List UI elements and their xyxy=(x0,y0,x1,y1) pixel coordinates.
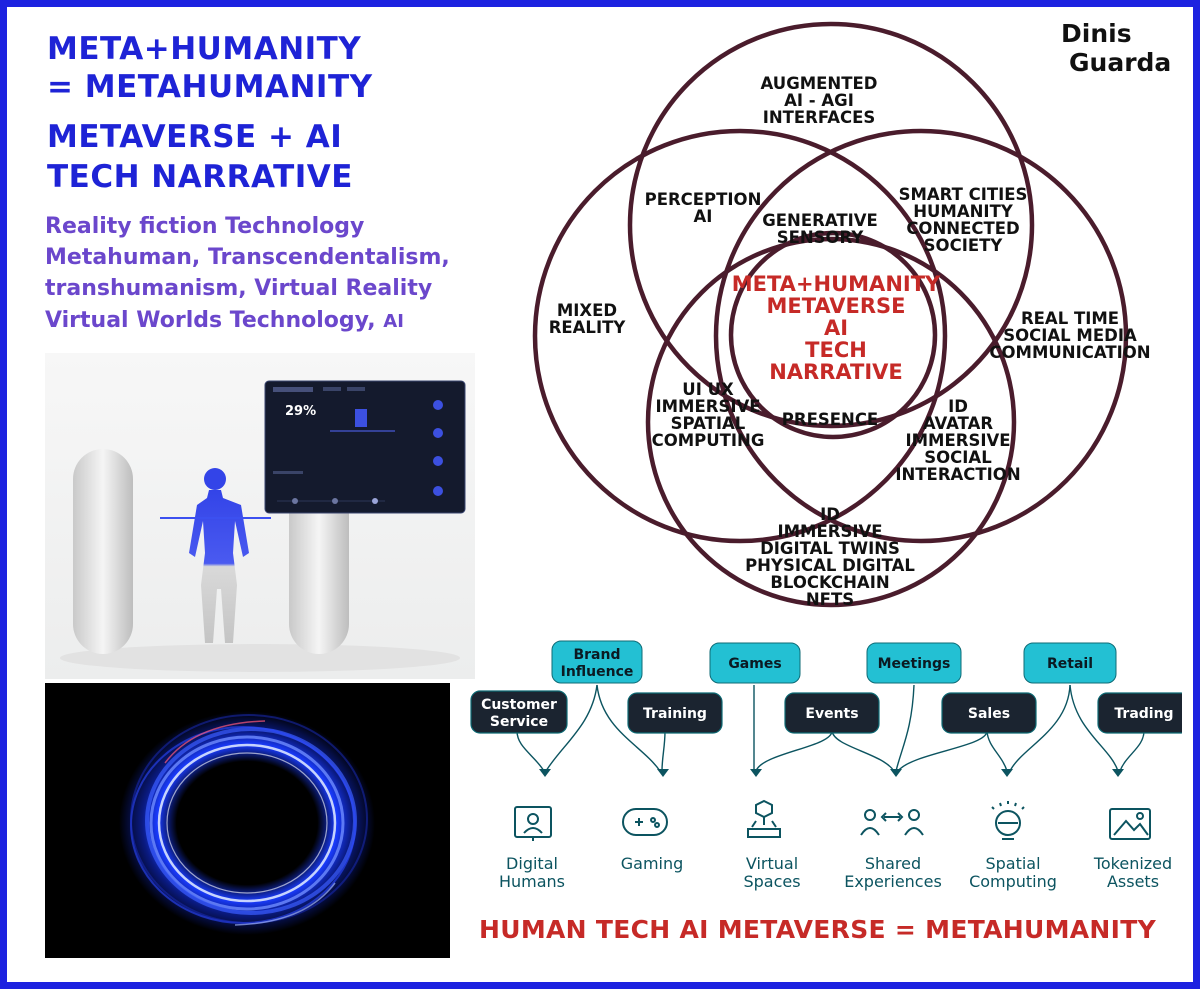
subtitle-ai-suffix: AI xyxy=(383,311,404,332)
pill-retail[interactable]: Retail xyxy=(1023,642,1117,684)
dashboard-panel: 29% xyxy=(264,380,466,514)
svg-text:Training: Training xyxy=(643,706,707,722)
logo: Dinis Guarda xyxy=(1059,21,1171,75)
subtitle-line-3: transhumanism, Virtual Reality xyxy=(45,276,433,301)
pill-games[interactable]: Games xyxy=(709,642,801,684)
dashboard-percent: 29% xyxy=(285,404,316,419)
subtitle-line-1: Reality fiction Technology xyxy=(45,214,365,239)
venn-circle-right xyxy=(713,128,1129,544)
venn-circle-center xyxy=(728,230,938,440)
subtitle-line-4: Virtual Worlds Technology, AI xyxy=(45,305,404,337)
portal-image xyxy=(45,683,450,958)
logo-word-1: Dinis xyxy=(1061,19,1132,48)
logo-word-2: Guarda xyxy=(1069,48,1172,77)
digital-humans-icon xyxy=(514,806,552,841)
gamepad-icon xyxy=(622,808,668,836)
label-presence: PRESENCE xyxy=(782,410,878,429)
label-gaming: Gaming xyxy=(621,854,684,873)
svg-text:Retail: Retail xyxy=(1047,656,1093,672)
scan-illustration: 29% xyxy=(60,380,466,672)
pill-events[interactable]: Events xyxy=(784,692,880,734)
image-frame-icon xyxy=(1109,808,1151,840)
portal-illustration xyxy=(119,711,375,935)
human-figure xyxy=(189,468,249,643)
flow-arrowheads xyxy=(539,769,1124,777)
svg-text:Trading: Trading xyxy=(1114,706,1173,722)
spatial-computing-icon xyxy=(991,801,1025,840)
pill-trading[interactable]: Trading xyxy=(1097,692,1182,734)
pill-training[interactable]: Training xyxy=(627,692,723,734)
svg-text:Sales: Sales xyxy=(968,706,1010,722)
pill-meetings[interactable]: Meetings xyxy=(866,642,962,684)
heading-line-2: = METAHUMANITY xyxy=(47,69,373,105)
subtitle-line-2: Metahuman, Transcendentalism, xyxy=(45,245,450,270)
shared-experiences-icon xyxy=(860,809,924,836)
virtual-spaces-icon xyxy=(747,799,781,838)
category-icons xyxy=(514,799,1151,841)
floor-shadow xyxy=(60,644,460,672)
heading-line-4: TECH NARRATIVE xyxy=(47,159,353,195)
svg-text:Meetings: Meetings xyxy=(878,656,951,672)
heading-line-3: METAVERSE + AI xyxy=(47,119,343,155)
venn-circle-top xyxy=(627,21,1035,429)
heading-line-1: META+HUMANITY xyxy=(47,31,362,67)
footer-title: HUMAN TECH AI METAVERSE = METAHUMANITY xyxy=(479,915,1157,944)
flow-connectors xyxy=(516,684,1145,772)
subtitle-line-4-text: Virtual Worlds Technology, xyxy=(45,308,376,333)
left-scanner-ring xyxy=(73,449,133,654)
svg-text:Games: Games xyxy=(728,656,781,672)
svg-text:Events: Events xyxy=(805,706,858,722)
metahuman-scan-image: 29% xyxy=(45,353,475,679)
pill-sales[interactable]: Sales xyxy=(941,692,1037,734)
venn-circle-left xyxy=(532,128,948,544)
venn-circle-bottom xyxy=(645,236,1017,608)
